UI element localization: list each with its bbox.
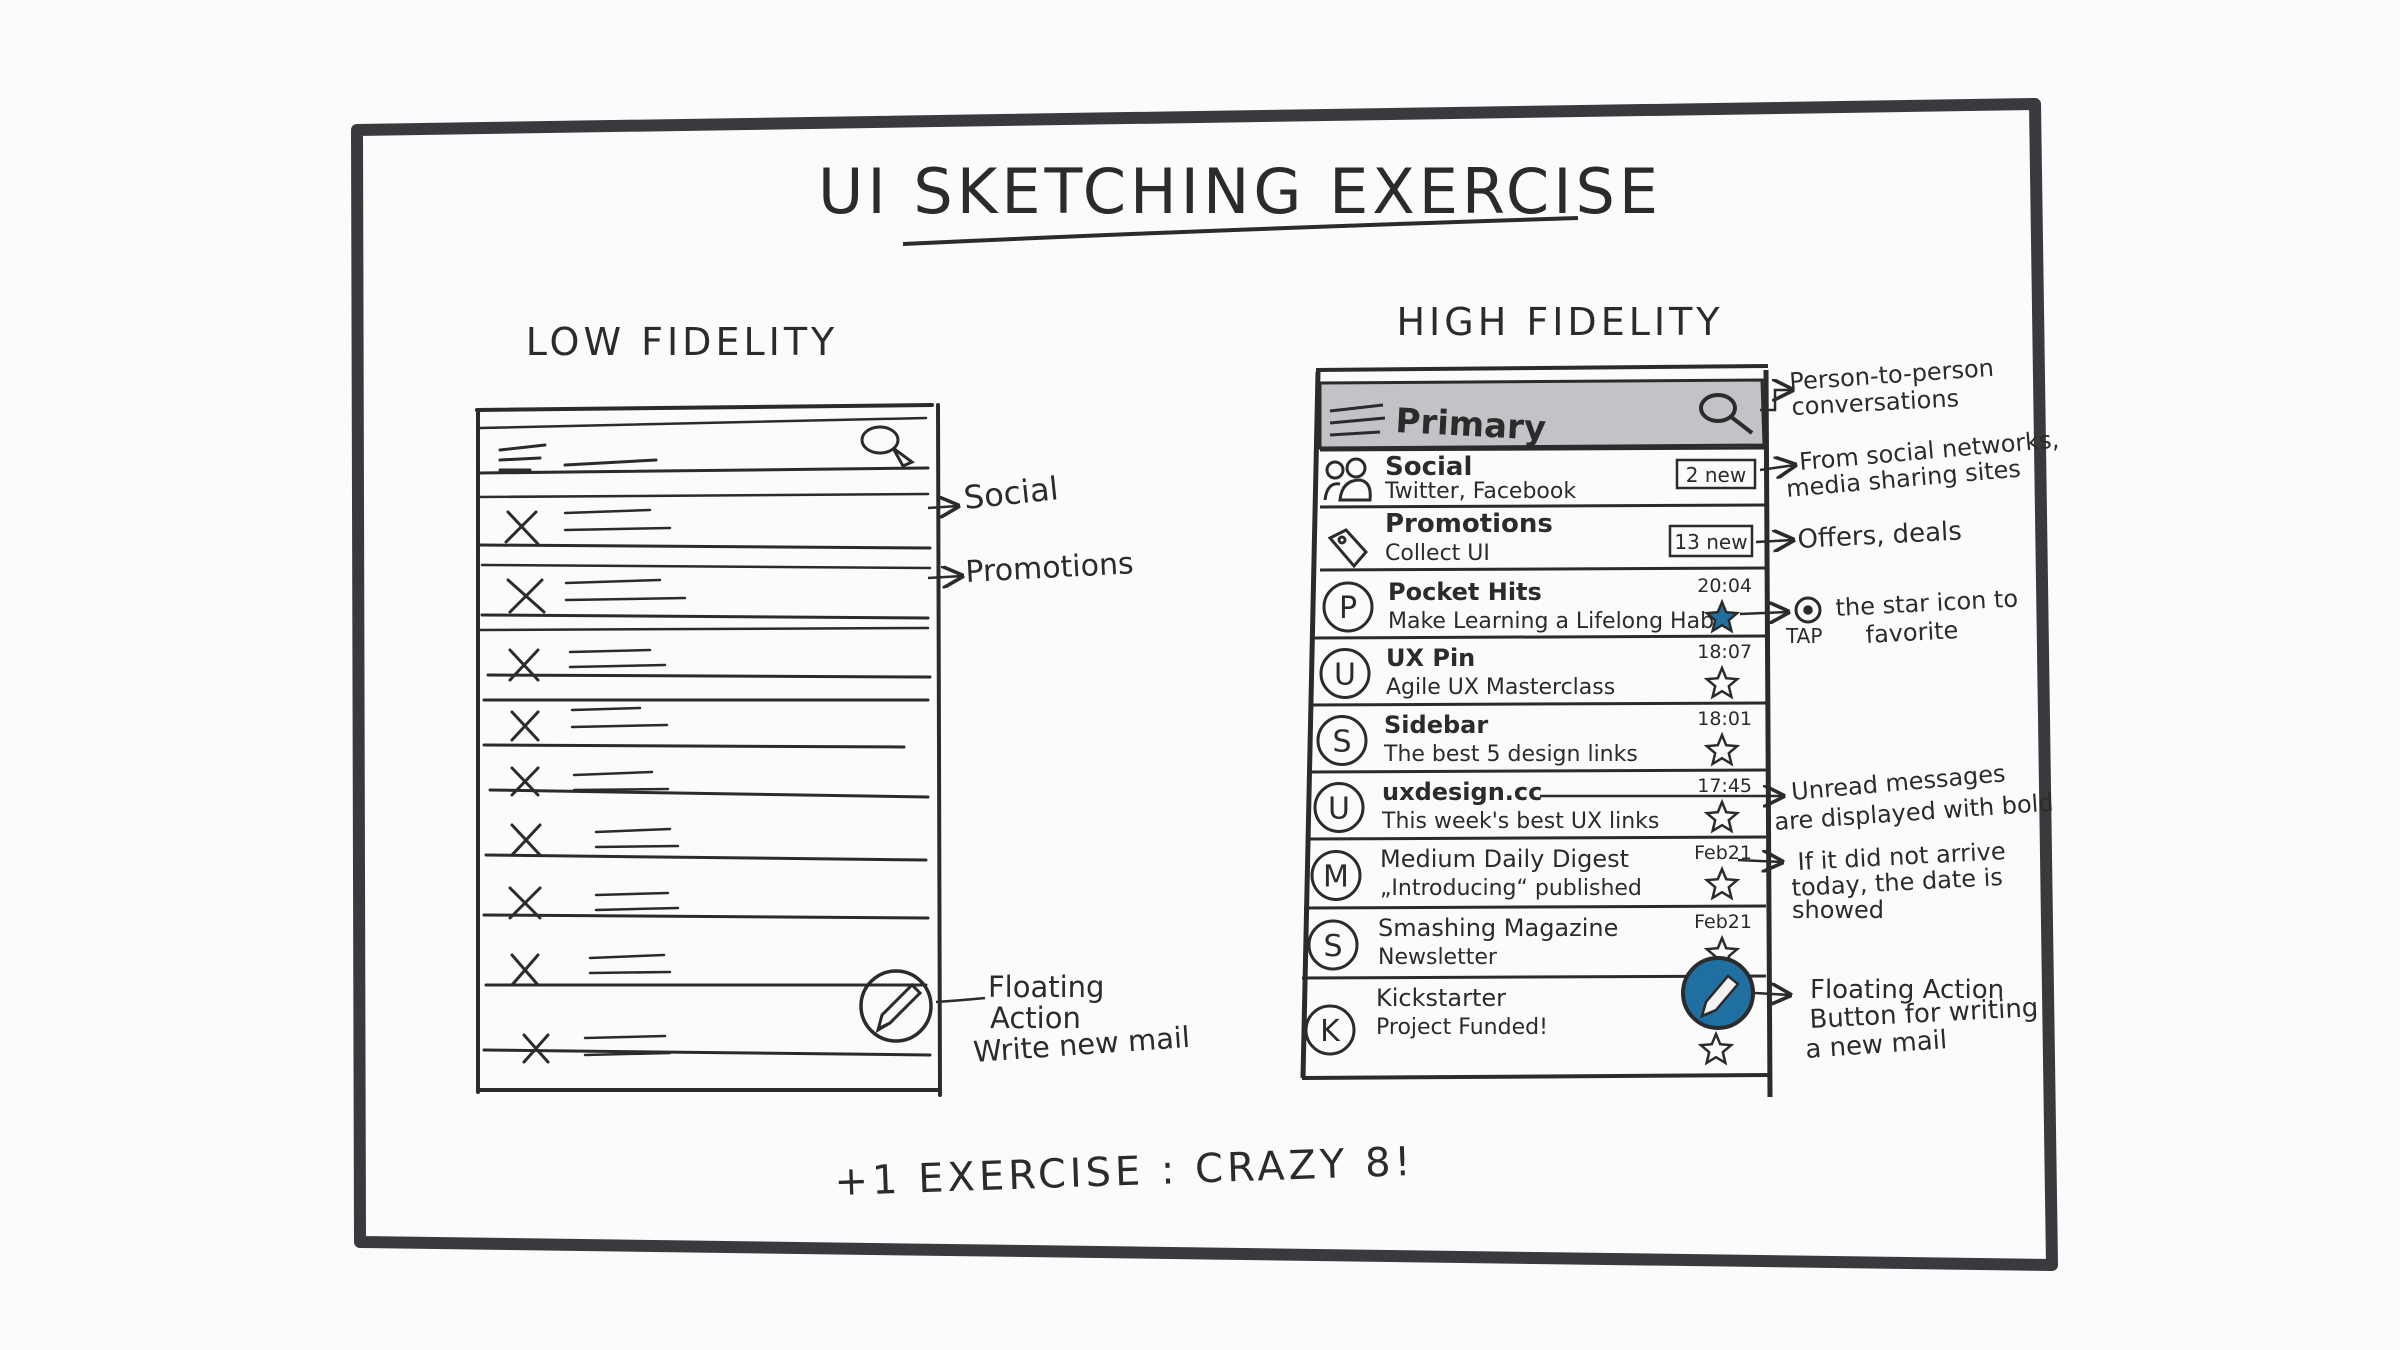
row-divider (1303, 904, 1767, 910)
email-subject: „Introducing“ published (1380, 876, 1642, 901)
email-time: 17:45 (1697, 775, 1752, 797)
low-row-text-lines (563, 508, 687, 1057)
email-time: 18:01 (1697, 708, 1752, 730)
sender-avatar (1319, 648, 1371, 699)
email-subject: This week's best UX links (1381, 809, 1659, 834)
sheet-frame (351, 98, 2058, 1271)
category-badge: 2 new (1686, 463, 1746, 487)
email-row[interactable]: M Medium Daily Digest „Introducing“ publis… (1303, 842, 1767, 910)
sender-avatar (1322, 581, 1374, 633)
email-sender: Kickstarter (1376, 984, 1506, 1012)
search-icon[interactable] (1699, 393, 1754, 435)
low-search-icon (860, 425, 915, 468)
annotation-fab-1: Floating Action (1810, 975, 2004, 1005)
low-fab-compose-icon (859, 969, 933, 1043)
avatar-letter: S (1323, 929, 1342, 964)
annotation-date-3: showed (1792, 896, 1884, 924)
category-subtitle: Twitter, Facebook (1384, 479, 1576, 504)
sender-avatar (1316, 715, 1368, 766)
category-badge: 13 new (1674, 530, 1747, 554)
email-subject: Newsletter (1378, 945, 1498, 970)
email-sender: uxdesign.cc (1382, 778, 1542, 806)
inbox-header: Primary (1318, 378, 1766, 450)
email-sender: Pocket Hits (1388, 578, 1542, 606)
pencil-icon (1700, 974, 1740, 1019)
row-divider (1311, 634, 1767, 640)
sender-avatar (1307, 919, 1359, 971)
avatar-letter: K (1320, 1014, 1341, 1049)
sender-avatar (1313, 782, 1365, 833)
row-divider (1305, 835, 1767, 841)
avatar-letter: P (1339, 591, 1357, 626)
email-sender: UX Pin (1386, 644, 1475, 672)
avatar-letter: U (1334, 658, 1356, 693)
category-subtitle: Collect UI (1385, 541, 1490, 566)
email-time: 18:07 (1697, 641, 1752, 663)
sender-avatar (1310, 850, 1362, 901)
category-row[interactable]: Social Twitter, Facebook 2 new (1319, 446, 1767, 509)
low-fidelity-wireframe (475, 403, 942, 1097)
email-time: Feb21 (1694, 842, 1752, 864)
email-subject: The best 5 design links (1383, 742, 1638, 767)
low-annotation-fab-2: Action (990, 1001, 1081, 1035)
star-outline-icon[interactable] (1703, 865, 1741, 901)
category-title: Social (1385, 452, 1472, 482)
high-fidelity-heading: HIGH FIDELITY (1396, 300, 1723, 344)
people-icon (1323, 457, 1372, 502)
annotation-promotions-1: Offers, deals (1797, 516, 1963, 555)
star-outline-icon[interactable] (1703, 664, 1741, 700)
annotation-star-tap: TAP (1785, 624, 1822, 648)
avatar-letter: M (1323, 860, 1349, 895)
low-annotation-promotions: Promotions (965, 546, 1135, 590)
badge-box (1668, 524, 1754, 558)
tag-icon (1327, 528, 1369, 569)
star-filled-icon[interactable] (1703, 598, 1741, 634)
email-time: 20:04 (1697, 575, 1752, 597)
title-underline (902, 216, 1579, 246)
avatar-letter: U (1328, 792, 1350, 827)
header-title: Primary (1395, 401, 1548, 449)
star-outline-icon[interactable] (1703, 798, 1741, 834)
row-divider (1307, 768, 1767, 774)
low-annotation-social: Social (962, 469, 1060, 517)
compose-fab[interactable] (1681, 956, 1755, 1030)
high-fidelity-wireframe: Primary Social Twitter, Facebook 2 new (1300, 364, 1773, 1098)
row-divider (1309, 701, 1767, 707)
email-sender: Sidebar (1384, 711, 1488, 739)
category-row[interactable]: Promotions Collect UI 13 new (1319, 509, 1767, 572)
avatar-letter: S (1332, 725, 1351, 760)
email-subject: Agile UX Masterclass (1386, 675, 1615, 700)
badge-box (1675, 458, 1757, 490)
footer-exercise: +1 EXERCISE : CRAZY 8! (834, 1139, 1415, 1205)
page-title: UI SKETCHING EXERCISE (818, 155, 1662, 228)
sender-avatar (1304, 1004, 1356, 1056)
email-subject: Project Funded! (1376, 1015, 1548, 1040)
star-outline-icon[interactable] (1697, 1030, 1735, 1066)
email-time: Feb21 (1694, 911, 1752, 933)
category-title: Promotions (1385, 509, 1553, 539)
low-row-x-marks (504, 510, 550, 1064)
email-subject: Make Learning a Lifelong Habit (1388, 609, 1729, 634)
low-fidelity-heading: LOW FIDELITY (526, 320, 839, 364)
email-sender: Smashing Magazine (1378, 914, 1618, 942)
annotation-star-2: favorite (1865, 616, 1959, 649)
email-sender: Medium Daily Digest (1380, 845, 1629, 873)
annotation-star-1: the star icon to (1835, 584, 2019, 622)
hamburger-icon[interactable] (1329, 403, 1386, 437)
star-outline-icon[interactable] (1703, 731, 1741, 767)
low-annotation-fab-1: Floating (988, 970, 1104, 1004)
